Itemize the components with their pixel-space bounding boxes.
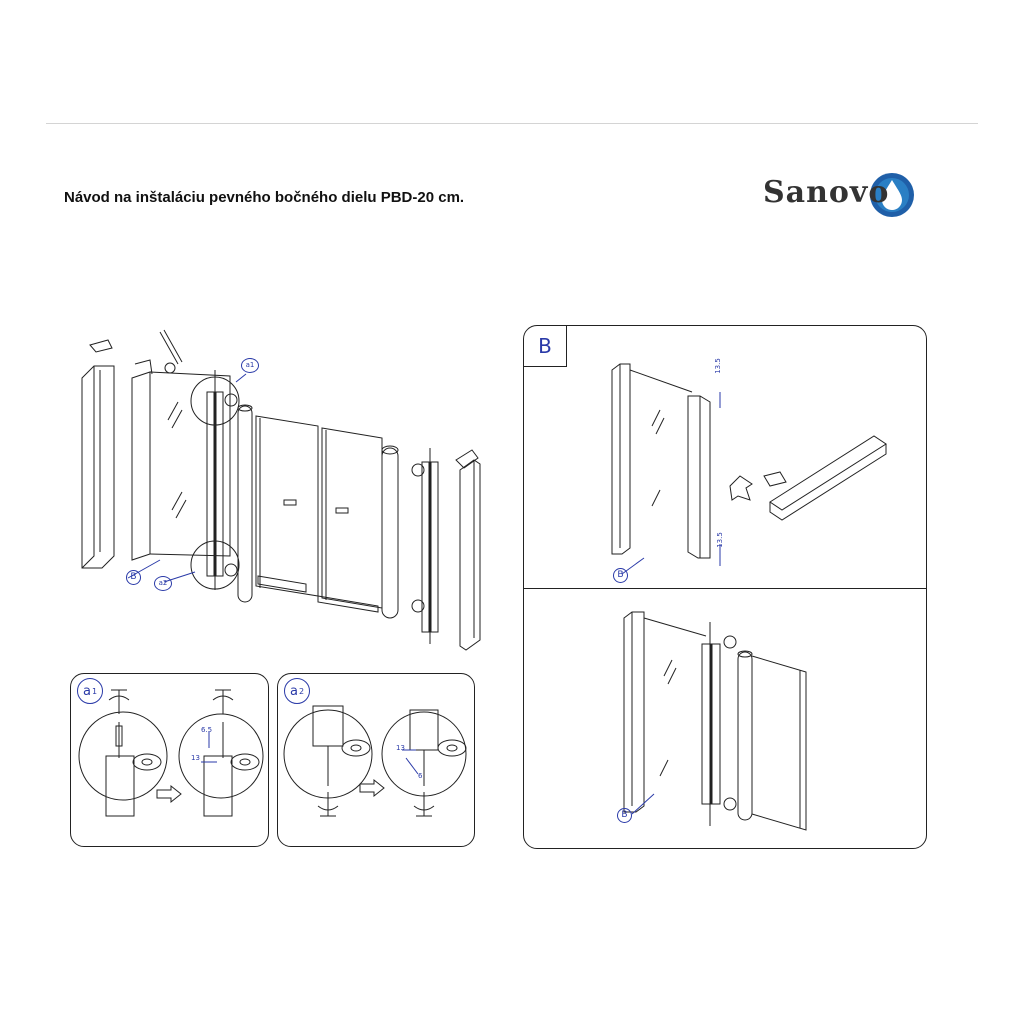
detail-panel-b: B (523, 325, 927, 849)
dim-6-5: 6.5 (201, 726, 213, 734)
dim-13-a1: 13 (191, 754, 200, 762)
panel-b-divider (524, 588, 926, 589)
callout-b-bottom: B (617, 808, 632, 823)
badge-letter: a (82, 683, 91, 699)
page-title: Návod na inštaláciu pevného bočného diel… (64, 189, 465, 206)
a1-detail-svg (78, 689, 264, 817)
logo-text: Sanovo (763, 175, 890, 210)
badge-sub: 2 (298, 686, 305, 696)
brand-logo: Sanovo (760, 168, 920, 224)
callout-a1-main: a1 (241, 358, 259, 373)
dim-13-a2: 13 (396, 744, 405, 752)
dim-6-a2: 6 (418, 772, 423, 780)
top-rule (46, 123, 978, 124)
dim-13-5-top: 13.5 (713, 358, 722, 374)
water-drop-icon (870, 173, 914, 217)
assembly-svg (81, 329, 481, 651)
callout-b-main: B (126, 570, 141, 585)
callout-a2-main: a2 (154, 576, 172, 591)
exploded-assembly-drawing: B a2 a1 (60, 320, 500, 660)
callout-b-top: B (613, 568, 628, 583)
panel-b-tag: B (524, 326, 567, 367)
a2-detail-svg (283, 705, 467, 817)
b-detail-svg (611, 363, 887, 831)
badge-sub: 1 (91, 686, 98, 696)
dim-13-5-bottom: 13.5 (715, 532, 724, 548)
badge-letter: a (289, 683, 298, 699)
